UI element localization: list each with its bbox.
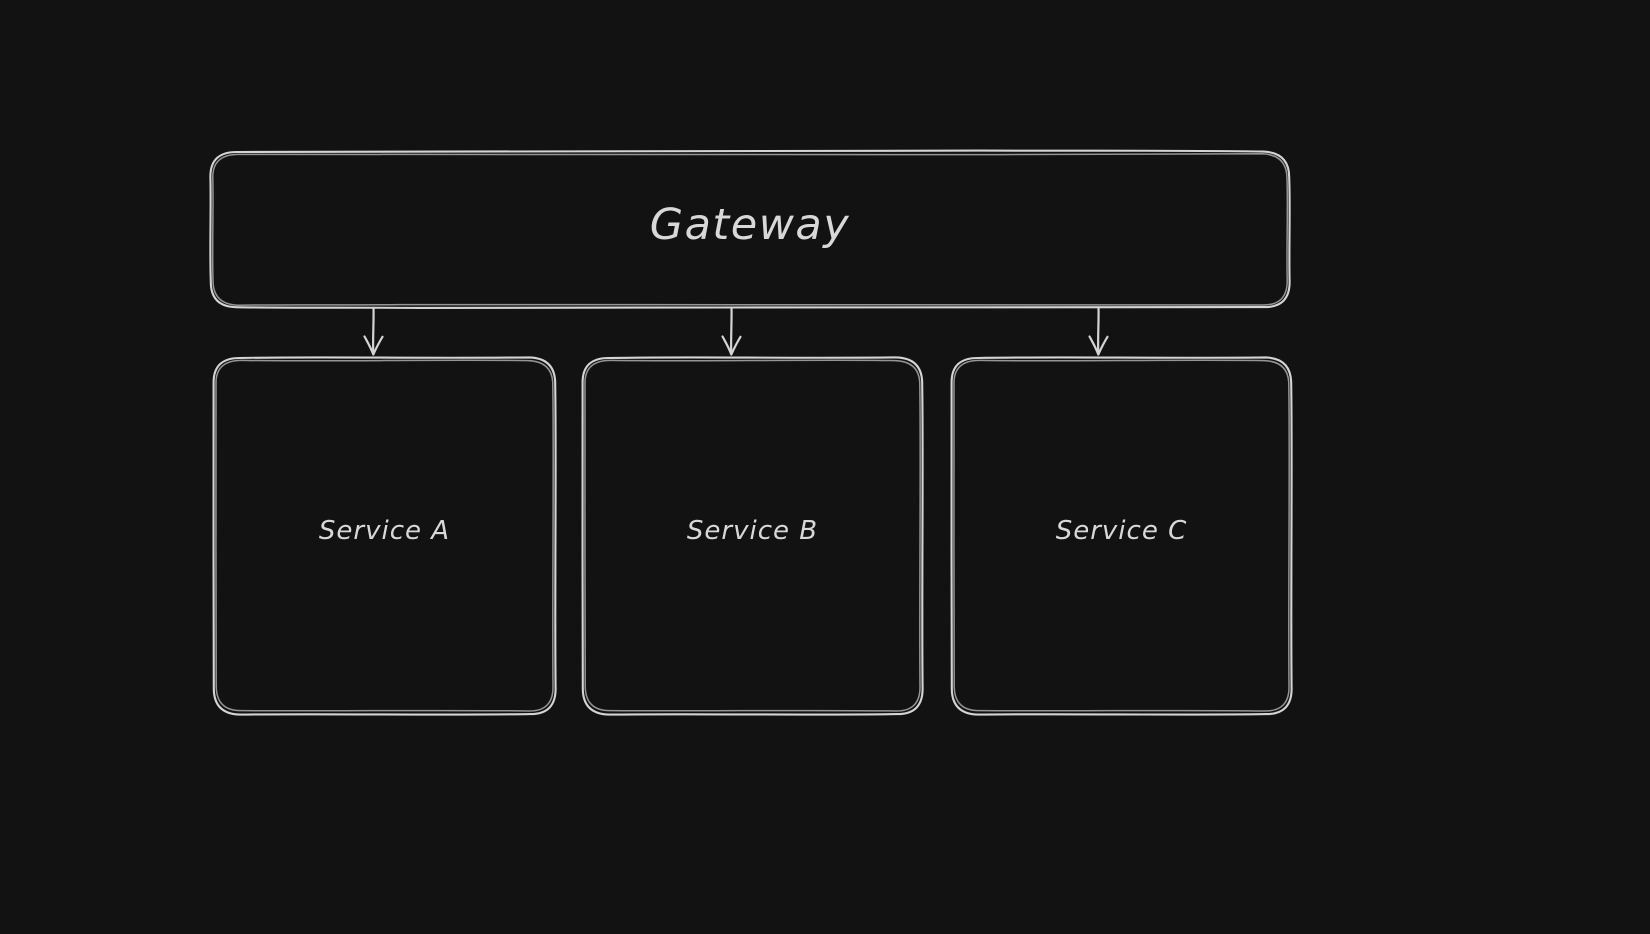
service-c-box-outline	[950, 356, 1293, 716]
node-gateway[interactable]	[209, 149, 1291, 309]
service-b-box-outline	[581, 356, 924, 716]
gateway-box-outline	[209, 149, 1291, 309]
node-label-service-a: Service A	[318, 516, 451, 546]
gateway-box-outline-sketch	[211, 153, 1289, 306]
node-label-gateway: Gateway	[649, 200, 851, 250]
node-service-a[interactable]	[212, 356, 557, 716]
edge-gateway-service-c-arrowhead	[1088, 335, 1109, 356]
node-label-service-b: Service B	[686, 516, 819, 546]
edge-gateway-service-c[interactable]	[1088, 306, 1109, 356]
service-a-box-outline-sketch	[215, 359, 554, 712]
edge-gateway-service-b[interactable]	[721, 306, 742, 356]
node-service-c[interactable]	[950, 356, 1293, 716]
service-c-box-outline-sketch	[953, 359, 1290, 712]
service-a-box-outline	[212, 356, 557, 716]
node-label-service-c: Service C	[1055, 516, 1188, 546]
gateway-box-fill	[210, 151, 1290, 308]
service-b-box-fill	[582, 357, 923, 715]
edge-gateway-service-b-arrowhead	[721, 335, 742, 356]
node-service-b[interactable]	[581, 356, 924, 716]
service-b-box-outline-sketch	[584, 359, 921, 712]
service-c-box-fill	[951, 357, 1292, 715]
service-a-box-fill	[213, 357, 556, 715]
edge-gateway-service-a-arrowhead	[363, 335, 384, 356]
edge-gateway-service-a[interactable]	[363, 306, 384, 356]
